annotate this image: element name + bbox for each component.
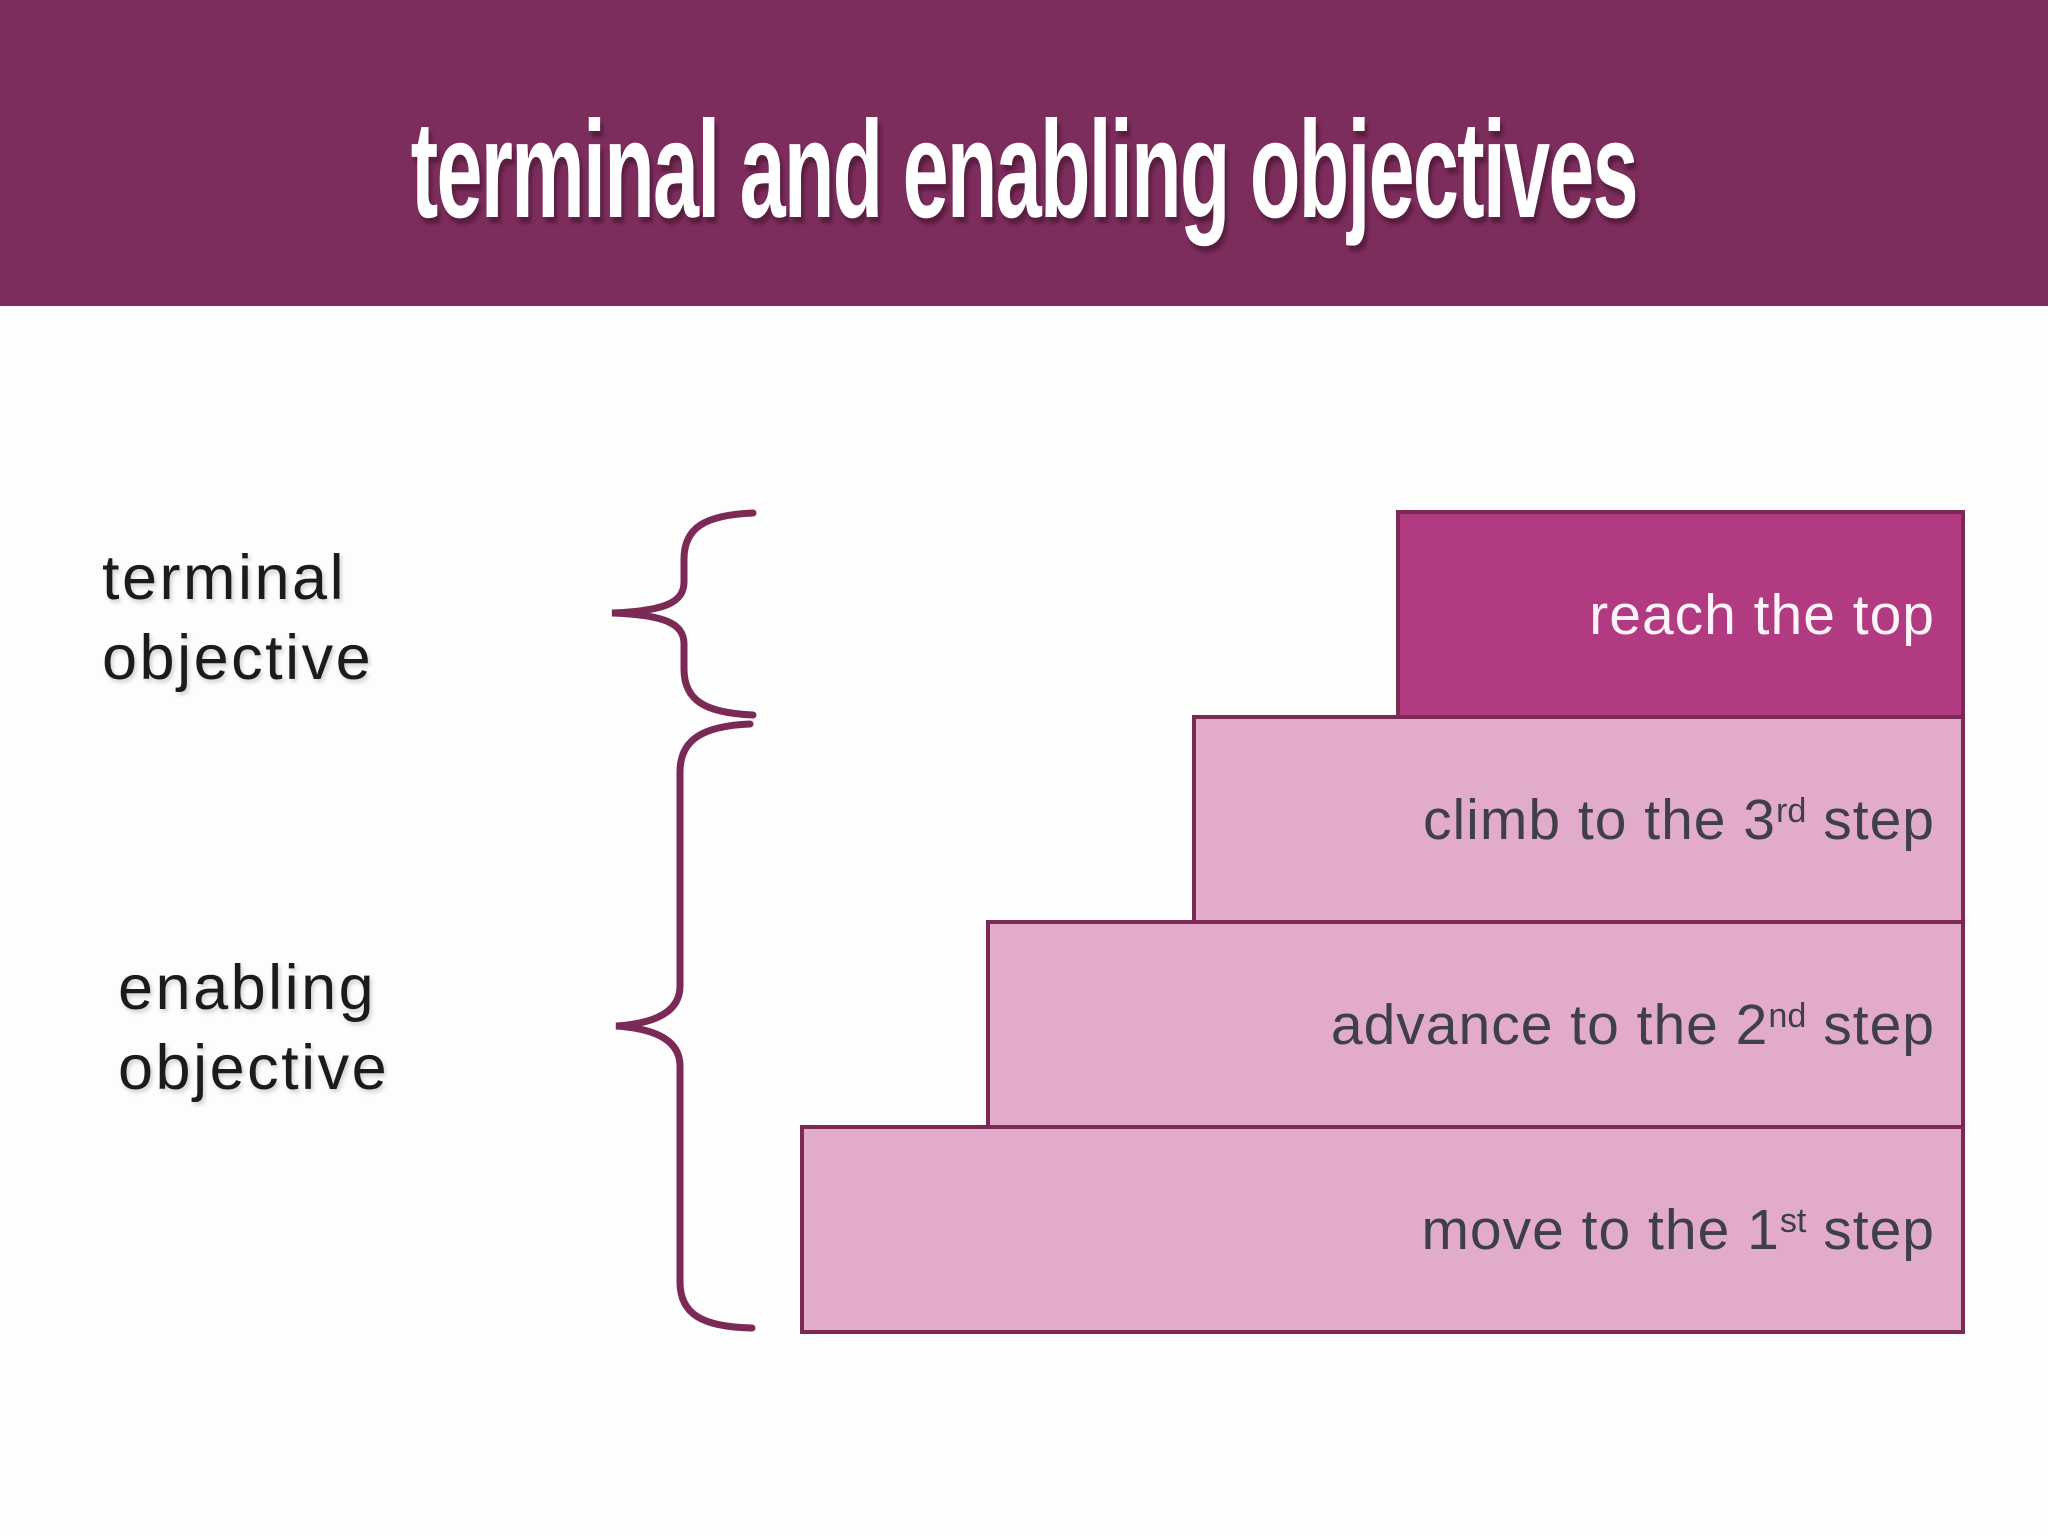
ordinal-suffix: rd: [1776, 791, 1807, 830]
stair-step-move-1st: move to the 1st step: [800, 1125, 1965, 1334]
ordinal-suffix: nd: [1768, 996, 1807, 1035]
label-enabling-line1: enabling: [118, 953, 377, 1023]
label-terminal-objective: terminal objective: [102, 538, 373, 698]
label-terminal-line1: terminal: [102, 543, 347, 613]
enabling-brace-icon: [615, 720, 756, 1332]
step-label: move to the 1st step: [1421, 1197, 1935, 1262]
stair-step-reach-the-top: reach the top: [1396, 510, 1965, 719]
label-enabling-line2: objective: [118, 1033, 390, 1103]
terminal-brace-icon: [611, 509, 757, 719]
step-label: advance to the 2nd step: [1330, 992, 1935, 1057]
title-banner: terminal and enabling objectives: [0, 0, 2048, 306]
ordinal-suffix: st: [1779, 1201, 1807, 1240]
step-label: reach the top: [1589, 582, 1935, 647]
label-terminal-line2: objective: [102, 623, 374, 693]
stair-step-advance-2nd: advance to the 2nd step: [986, 920, 1965, 1129]
stair-step-climb-3rd: climb to the 3rd step: [1192, 715, 1965, 924]
step-label: climb to the 3rd step: [1423, 787, 1935, 852]
label-enabling-objective: enabling objective: [118, 948, 389, 1108]
slide-title: terminal and enabling objectives: [410, 92, 1639, 247]
